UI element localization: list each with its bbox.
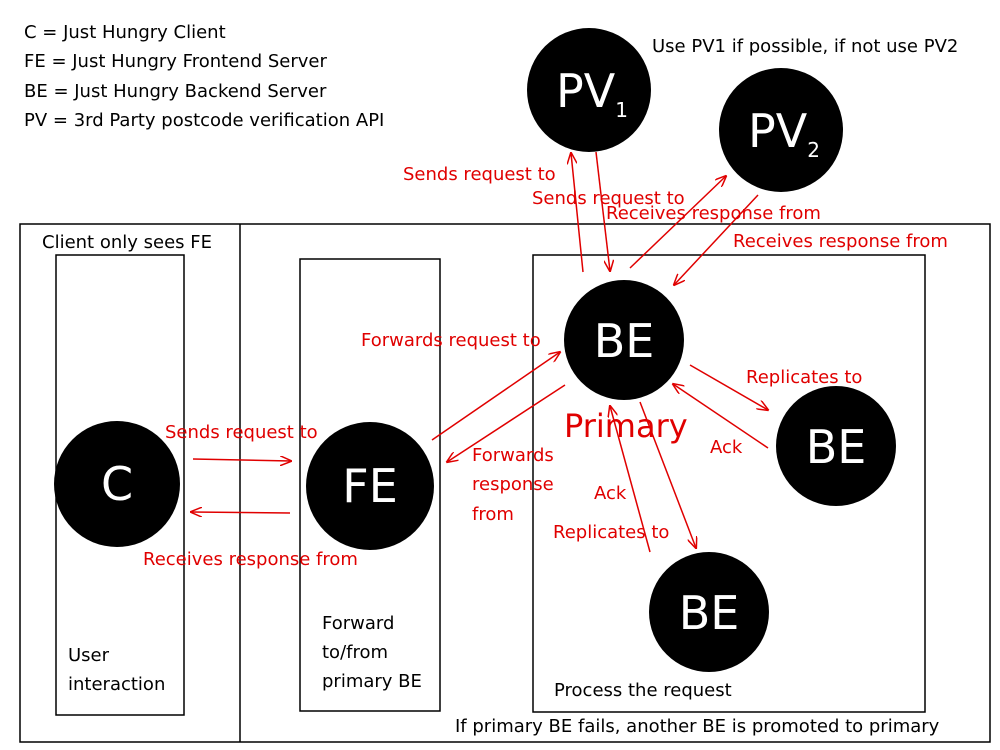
edge-labels: Sends request to Receives response from … xyxy=(143,164,948,570)
node-backend-primary: BE xyxy=(564,280,684,400)
node-backend-primary-label: BE xyxy=(594,314,655,368)
edge-be-to-be-bottom xyxy=(639,401,696,548)
edge-be-to-fe xyxy=(447,384,566,462)
legend-item-pv: PV = 3rd Party postcode verification API xyxy=(24,110,384,131)
label-c-to-fe: Sends request to xyxy=(165,422,318,443)
edge-pv2-to-be xyxy=(674,194,759,285)
legend-item-fe: FE = Just Hungry Frontend Server xyxy=(24,51,327,72)
edge-be-right-ack xyxy=(673,384,769,449)
backend-box xyxy=(532,254,926,713)
edge-pv1-to-be xyxy=(595,151,610,271)
forward-note-line2: to/from xyxy=(322,642,388,663)
forward-note-line1: Forward xyxy=(322,613,394,634)
edge-be-bottom-ack xyxy=(610,406,651,553)
label-be-to-pv2: Receives response from xyxy=(606,203,821,224)
edge-fe-to-c xyxy=(191,512,291,513)
label-be-bottom-ack: Ack xyxy=(594,483,627,504)
node-frontend-label: FE xyxy=(342,459,398,513)
edge-fe-to-be xyxy=(431,352,560,441)
pv-policy-note: Use PV1 if possible, if not use PV2 xyxy=(652,36,958,57)
node-pv2-label: PV2 xyxy=(748,104,820,162)
label-be-to-pv1: Sends request to xyxy=(403,164,556,185)
node-pv2-subscript: 2 xyxy=(807,138,820,162)
node-pv1-label: PV1 xyxy=(556,64,628,122)
node-pv1: PV1 xyxy=(527,28,651,152)
label-be-to-fe-line2: response xyxy=(472,474,554,495)
forward-note-line3: primary BE xyxy=(322,671,422,692)
node-pv2-name: PV xyxy=(748,104,808,158)
primary-label: Primary xyxy=(564,407,688,445)
legend-item-be: BE = Just Hungry Backend Server xyxy=(24,81,327,102)
frontend-box xyxy=(299,258,441,712)
label-pv2-to-be: Receives response from xyxy=(733,231,948,252)
label-be-to-be-right: Replicates to xyxy=(746,367,862,388)
label-fe-to-be: Forwards request to xyxy=(361,330,541,351)
node-backend-bottom-label: BE xyxy=(679,586,740,640)
label-pv1-to-be: Sends request to xyxy=(532,188,685,209)
node-backend-right-label: BE xyxy=(806,420,867,474)
label-be-right-ack: Ack xyxy=(710,437,743,458)
user-interaction-line2: interaction xyxy=(68,674,165,695)
legend: C = Just Hungry Client FE = Just Hungry … xyxy=(24,22,384,131)
system-boundary xyxy=(19,223,991,743)
failover-note: If primary BE fails, another BE is promo… xyxy=(455,716,940,737)
edge-c-to-fe xyxy=(192,459,291,461)
edge-be-to-be-right xyxy=(689,364,768,410)
label-be-to-be-bottom: Replicates to xyxy=(553,522,669,543)
user-interaction-line1: User xyxy=(68,645,110,666)
label-be-to-fe-line1: Forwards xyxy=(472,445,554,466)
node-client-label: C xyxy=(101,457,133,511)
node-frontend: FE xyxy=(306,422,434,550)
edge-be-to-pv2 xyxy=(629,176,726,269)
node-client: C xyxy=(54,421,180,547)
edge-be-to-pv1 xyxy=(571,153,584,273)
client-sees-note: Client only sees FE xyxy=(42,232,212,253)
node-pv1-name: PV xyxy=(556,64,616,118)
legend-item-c: C = Just Hungry Client xyxy=(24,22,226,43)
process-note: Process the request xyxy=(554,680,732,701)
node-pv2: PV2 xyxy=(719,68,843,192)
label-fe-to-c: Receives response from xyxy=(143,549,358,570)
node-pv1-subscript: 1 xyxy=(615,98,628,122)
edges xyxy=(191,151,769,553)
label-be-to-fe-line3: from xyxy=(472,504,514,525)
node-backend-right: BE xyxy=(776,386,896,506)
node-backend-bottom: BE xyxy=(649,552,769,672)
